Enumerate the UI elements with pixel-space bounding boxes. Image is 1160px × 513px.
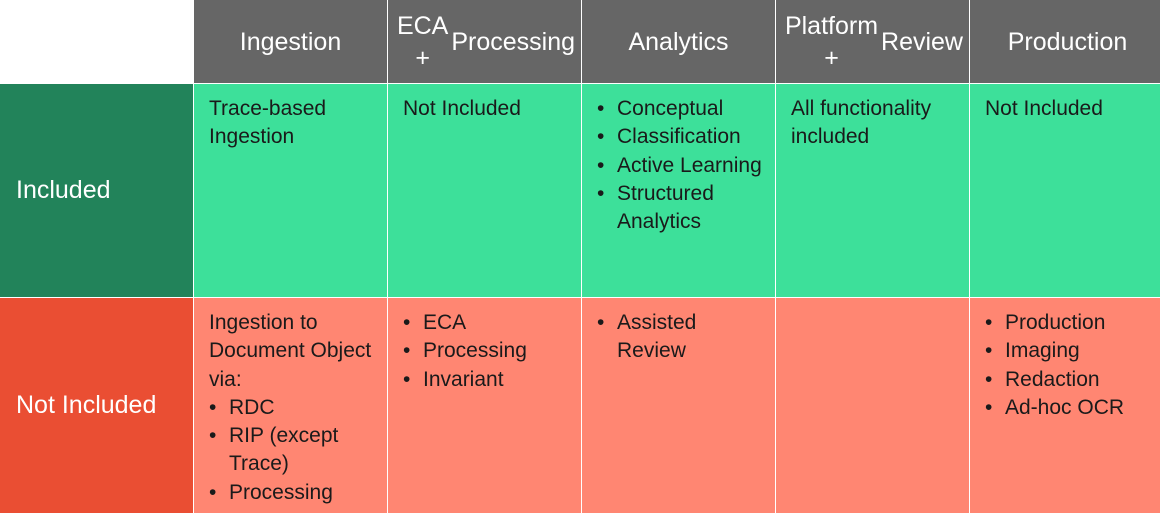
bullet-item: Production bbox=[985, 309, 1155, 338]
cell-text: Not Included bbox=[403, 97, 521, 120]
table-cell-not-included-analytics: Assisted Review bbox=[582, 298, 775, 513]
table-cell-not-included-production: ProductionImagingRedactionAd-hoc OCR bbox=[970, 298, 1160, 513]
table-cell-included-platform-review: All functionality included bbox=[776, 84, 969, 297]
bullet-list: RDCRIP (except Trace)Processing bbox=[209, 394, 377, 507]
bullet-item: Conceptual bbox=[597, 95, 765, 124]
bullet-item: Active Learning bbox=[597, 152, 765, 181]
bullet-list: Assisted Review bbox=[597, 309, 765, 366]
table-cell-not-included-ingestion: Ingestion to Document Object via:RDCRIP … bbox=[194, 298, 387, 513]
table-cell-not-included-eca-processing: ECAProcessingInvariant bbox=[388, 298, 581, 513]
cell-text: Trace-based Ingestion bbox=[209, 97, 327, 149]
bullet-item: Classification bbox=[597, 123, 765, 152]
bullet-item: Redaction bbox=[985, 366, 1155, 395]
table-cell-included-ingestion: Trace-based Ingestion bbox=[194, 84, 387, 297]
bullet-item: Invariant bbox=[403, 366, 571, 395]
column-header-eca-processing: ECA +Processing bbox=[388, 0, 581, 83]
column-header-line: ECA + bbox=[396, 11, 449, 72]
column-header-analytics: Analytics bbox=[582, 0, 775, 83]
table-cell-included-production: Not Included bbox=[970, 84, 1160, 297]
bullet-item: RDC bbox=[209, 394, 377, 423]
bullet-item: Assisted Review bbox=[597, 309, 765, 366]
bullet-item: Imaging bbox=[985, 337, 1155, 366]
cell-text: All functionality included bbox=[791, 97, 932, 149]
row-label-not-included: Not Included bbox=[0, 298, 193, 513]
bullet-list: ProductionImagingRedactionAd-hoc OCR bbox=[985, 309, 1155, 422]
column-header-production: Production bbox=[970, 0, 1160, 83]
column-header-line: Processing bbox=[451, 27, 575, 56]
bullet-list: ECAProcessingInvariant bbox=[403, 309, 571, 394]
column-header-line: Ingestion bbox=[239, 27, 342, 56]
column-header-ingestion: Ingestion bbox=[194, 0, 387, 83]
column-header-line: Platform + bbox=[784, 11, 879, 72]
bullet-item: Processing bbox=[403, 337, 571, 366]
table-corner bbox=[0, 0, 193, 83]
bullet-item: RIP (except Trace) bbox=[209, 422, 377, 479]
table-cell-included-analytics: ConceptualClassificationActive LearningS… bbox=[582, 84, 775, 297]
bullet-item: Ad-hoc OCR bbox=[985, 394, 1155, 423]
table-cell-included-eca-processing: Not Included bbox=[388, 84, 581, 297]
bullet-item: ECA bbox=[403, 309, 571, 338]
cell-text: Not Included bbox=[985, 97, 1103, 120]
bullet-list: ConceptualClassificationActive LearningS… bbox=[597, 95, 765, 236]
cell-text: Ingestion to Document Object via: bbox=[209, 311, 372, 391]
row-label-included: Included bbox=[0, 84, 193, 297]
column-header-line: Analytics bbox=[628, 27, 729, 56]
column-header-line: Review bbox=[881, 27, 963, 56]
column-header-line: Production bbox=[1007, 27, 1128, 56]
bullet-item: Structured Analytics bbox=[597, 180, 765, 237]
table-cell-not-included-platform-review bbox=[776, 298, 969, 513]
column-header-platform-review: Platform +Review bbox=[776, 0, 969, 83]
bullet-item: Processing bbox=[209, 479, 377, 508]
